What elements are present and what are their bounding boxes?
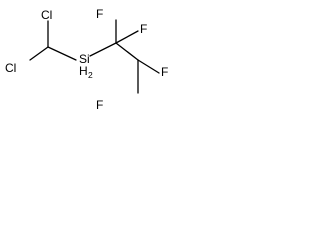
- atom-f-cf2-right: F: [140, 22, 147, 36]
- structure-diagram: Cl Cl Si H 2 F F F F: [5, 7, 168, 112]
- atom-cl-left: Cl: [5, 61, 16, 75]
- atom-f-chf2-right: F: [161, 65, 168, 79]
- atom-f-chf2-bottom: F: [96, 98, 103, 112]
- bond-chcl2-cl-left: [29, 46, 49, 61]
- bond-chf2-f-right: [137, 59, 160, 74]
- bond-si-cf2: [89, 42, 117, 57]
- atom-si: Si: [79, 52, 90, 66]
- atom-cl-upper: Cl: [41, 8, 52, 22]
- atom-si-hydrogen: H: [79, 64, 88, 78]
- bond-cf2-f-right: [115, 30, 139, 44]
- atom-f-cf2-left: F: [96, 7, 103, 21]
- bond-chcl2-si: [47, 46, 77, 61]
- atom-si-hydrogen-count: 2: [88, 70, 93, 80]
- bond-cf2-chf2: [115, 42, 139, 61]
